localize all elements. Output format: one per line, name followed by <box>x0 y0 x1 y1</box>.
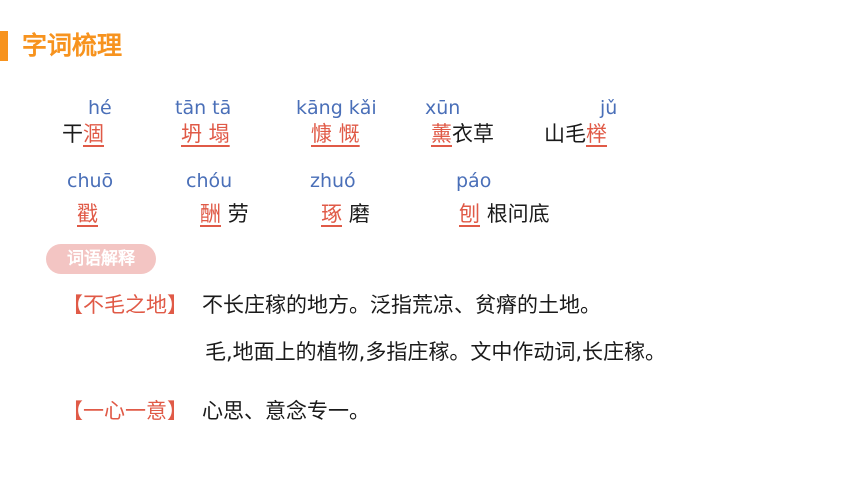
target-char: 慷 慨 <box>311 122 360 146</box>
target-char: 刨 <box>459 202 480 226</box>
plain-text: 根问底 <box>486 202 550 226</box>
target-char: 琢 <box>321 202 342 226</box>
term-yi-xin-yi-yi: 【一心一意】 <box>62 399 188 423</box>
target-char: 酬 <box>200 202 221 226</box>
word-xun-yi-cao: 薰衣草 <box>431 120 494 148</box>
target-char: 坍 塌 <box>181 122 230 146</box>
pinyin-pao: páo <box>456 170 492 192</box>
plain-text: 干 <box>62 122 83 146</box>
pinyin-zhuo: zhuó <box>310 170 356 192</box>
word-shan-mao-ju: 山毛榉 <box>544 120 607 148</box>
word-tan-ta: 坍 塌 <box>181 120 230 148</box>
plain-text: 山毛 <box>544 122 586 146</box>
pinyin-chuo: chuō <box>67 170 114 192</box>
page-title: 字词梳理 <box>22 31 123 60</box>
pinyin-chou: chóu <box>186 170 233 192</box>
definition-yi-xin-yi-yi: 心思、意念专一。 <box>202 399 370 423</box>
pinyin-xun: xūn <box>425 97 461 119</box>
plain-text: 劳 <box>227 202 249 226</box>
target-char: 涸 <box>83 122 104 146</box>
pinyin-he: hé <box>88 97 112 119</box>
word-gan-he: 干涸 <box>62 120 104 148</box>
word-chou-lao: 酬 劳 <box>200 200 249 228</box>
plain-text: 磨 <box>348 202 370 226</box>
plain-text: 衣草 <box>452 122 494 146</box>
definition-bu-mao-zhi-di: 不长庄稼的地方。泛指荒凉、贫瘠的土地。 <box>202 293 601 317</box>
word-pao-gen-wen-di: 刨 根问底 <box>459 200 550 228</box>
pinyin-ju: jǔ <box>600 97 618 119</box>
target-char: 榉 <box>586 122 607 146</box>
title-accent-bar <box>0 31 8 61</box>
target-char: 薰 <box>431 122 452 146</box>
target-char: 戳 <box>77 202 98 226</box>
note-bu-mao-zhi-di: 毛,地面上的植物,多指庄稼。文中作动词,长庄稼。 <box>205 340 667 364</box>
word-kang-kai: 慷 慨 <box>311 120 360 148</box>
pinyin-kang-kai: kāng kǎi <box>296 97 377 119</box>
pinyin-tan-ta: tān tā <box>175 97 232 119</box>
word-chuo: 戳 <box>77 200 98 228</box>
vocab-explanation-badge: 词语解释 <box>46 244 156 274</box>
word-zhuo-mo: 琢 磨 <box>321 200 370 228</box>
term-bu-mao-zhi-di: 【不毛之地】 <box>62 293 188 317</box>
